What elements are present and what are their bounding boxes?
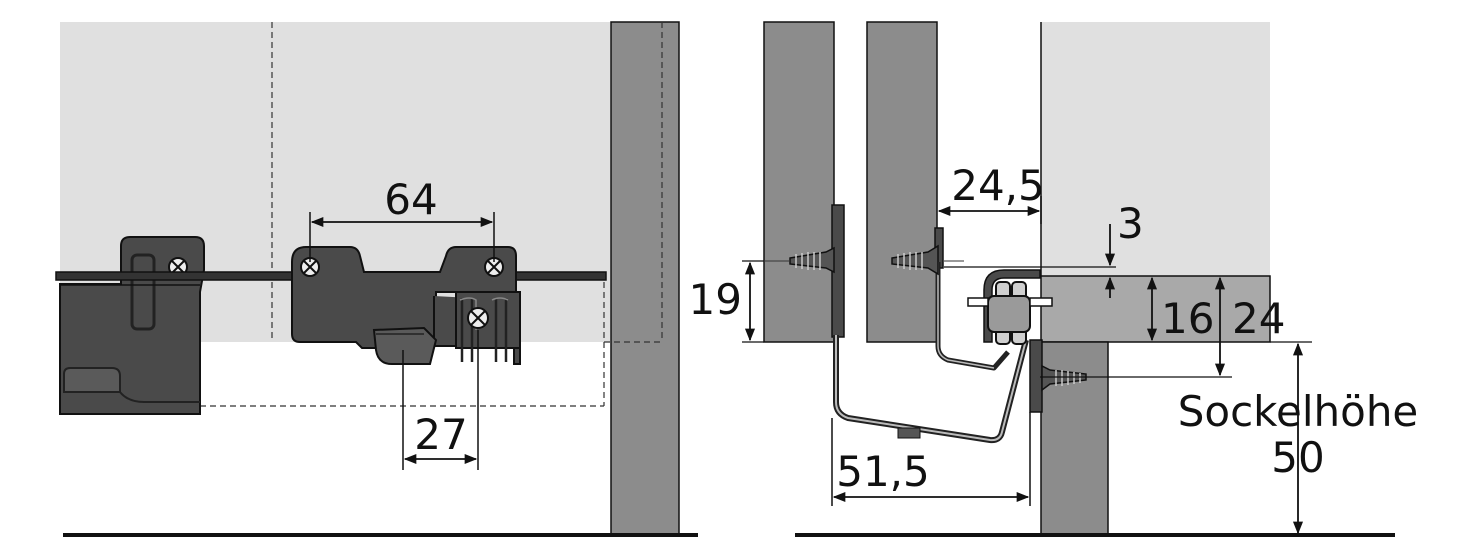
dimension-24-5: 24,5 bbox=[937, 161, 1045, 224]
plinth-height-value: 50 bbox=[1271, 433, 1324, 482]
dimension-27: 27 bbox=[402, 330, 479, 470]
dimension-16: 16 bbox=[1146, 276, 1214, 343]
dimension-64: 64 bbox=[309, 175, 495, 262]
dimension-3: 3 bbox=[944, 199, 1144, 298]
dimension-19-label: 19 bbox=[689, 275, 742, 324]
cabinet-side-panel bbox=[610, 21, 680, 535]
panel-left bbox=[763, 21, 835, 343]
left-view: 64 27 bbox=[55, 21, 698, 537]
right-view: 24,5 3 19 16 24 bbox=[689, 21, 1419, 537]
screw-plinth bbox=[1041, 364, 1087, 392]
plinth-height-label: Sockelhöhe bbox=[1178, 387, 1419, 436]
screw-middle bbox=[891, 244, 939, 276]
dimension-16-label: 16 bbox=[1161, 294, 1214, 343]
wire-bracket bbox=[833, 335, 1029, 444]
dimension-51-5-label: 51,5 bbox=[836, 447, 930, 496]
dimension-24-label: 24 bbox=[1232, 294, 1285, 343]
dimension-3-label: 3 bbox=[1117, 199, 1144, 248]
screw-left bbox=[789, 246, 835, 274]
dimension-64-label: 64 bbox=[384, 175, 437, 224]
dimension-plinth-height: Sockelhöhe 50 bbox=[1178, 341, 1419, 535]
mounting-clip-left bbox=[59, 236, 205, 415]
mounting-clip-center bbox=[291, 246, 521, 365]
dimension-24: 24 bbox=[1040, 276, 1285, 378]
dimension-27-label: 27 bbox=[414, 410, 467, 459]
dimension-24-5-label: 24,5 bbox=[951, 161, 1045, 210]
cabinet-wall bbox=[1041, 22, 1270, 276]
hinge-clip bbox=[967, 269, 1053, 413]
dimension-51-5: 51,5 bbox=[831, 412, 1031, 506]
dimension-19: 19 bbox=[689, 260, 764, 343]
panel-middle bbox=[866, 21, 938, 343]
